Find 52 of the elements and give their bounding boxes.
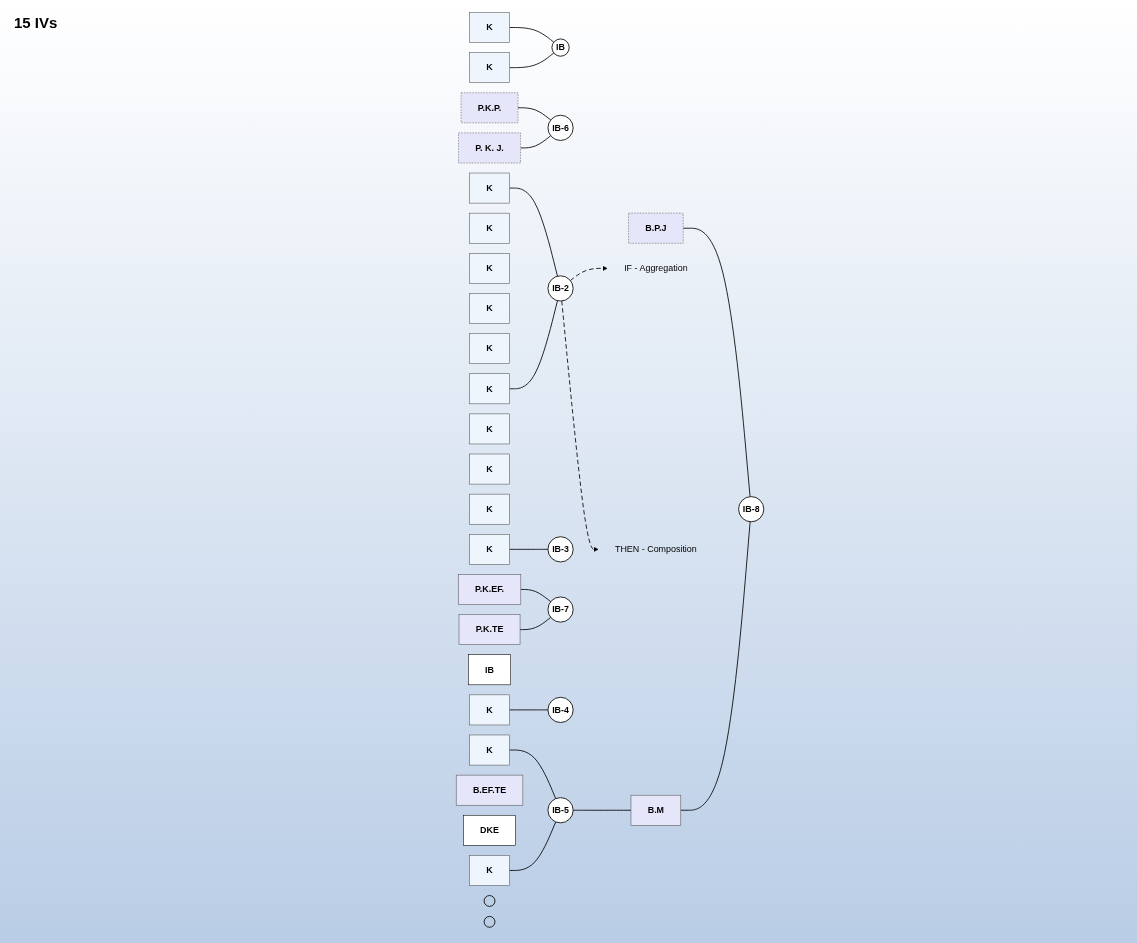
node-box: K [469, 413, 510, 445]
node-box: DKE [463, 815, 516, 846]
connector [509, 821, 557, 871]
node-circle: IB-8 [738, 496, 765, 523]
node-box: K [469, 734, 510, 766]
node-box: K [469, 212, 510, 244]
connector [509, 27, 555, 43]
connector [520, 135, 552, 149]
group-label: 15 IVs [14, 14, 58, 31]
node-box: IB [468, 654, 511, 686]
connector [520, 589, 552, 603]
connector [519, 617, 552, 631]
node-box: P.K.TE [458, 614, 521, 645]
connector [517, 107, 552, 121]
connector [509, 300, 558, 390]
node-circle: IB-4 [547, 696, 574, 723]
node-box: K [469, 253, 510, 284]
node-box: P.K.EF. [458, 574, 522, 605]
connector [509, 548, 549, 550]
node-circle: IB [551, 38, 570, 57]
node-box: K [469, 12, 510, 43]
connector [509, 52, 555, 69]
node-circle: IB-6 [547, 114, 574, 141]
node-box: B.P.J [628, 212, 684, 244]
node-circle: IB-5 [547, 797, 574, 824]
node-box: K [469, 493, 510, 525]
node-box: K [469, 293, 510, 324]
node-circle [483, 916, 496, 928]
node-box: K [469, 333, 510, 364]
connector [572, 809, 632, 811]
node-box: K [469, 534, 510, 565]
node-circle: IB-3 [547, 536, 574, 563]
node-box: K [469, 453, 510, 485]
node-text: THEN - Composition [614, 544, 697, 554]
connector [680, 521, 751, 811]
node-box: P. K. J. [458, 132, 521, 164]
connector [509, 709, 549, 711]
connector [682, 227, 751, 498]
node-box: K [469, 172, 510, 204]
node-circle [483, 895, 496, 907]
node-box: B.M [630, 794, 682, 826]
connector [509, 749, 557, 800]
node-box: K [469, 694, 510, 726]
node-circle: IB-7 [547, 596, 574, 623]
node-box: K [469, 855, 510, 886]
node-box: K [469, 373, 510, 405]
node-box: B.EF.TE [455, 774, 524, 806]
node-box: P.K.P. [460, 92, 519, 124]
node-circle: IB-2 [547, 275, 574, 302]
node-text: IF - Aggregation [624, 263, 688, 273]
connector [509, 187, 558, 277]
node-box: K [469, 52, 510, 83]
